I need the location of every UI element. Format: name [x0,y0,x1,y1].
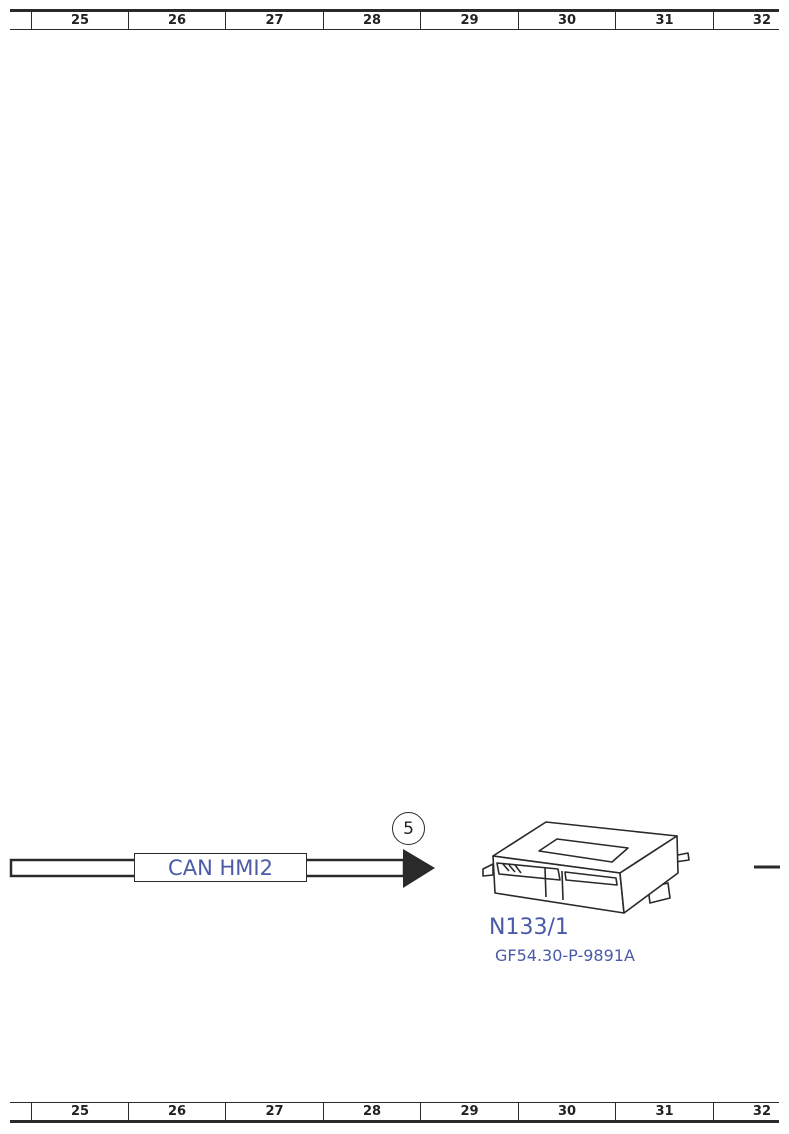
column-30: 30 [518,1103,615,1120]
column-30: 30 [518,12,615,29]
column-26: 26 [128,12,225,29]
component-code: N133/1 [489,915,569,940]
column-31: 31 [615,12,713,29]
column-28: 28 [323,12,420,29]
column-27: 27 [225,1103,323,1120]
component-reference-link[interactable]: GF54.30-P-9891A [495,946,635,965]
control-unit-drawing [482,821,690,914]
column-31: 31 [615,1103,713,1120]
column-25: 25 [31,1103,128,1120]
column-29: 29 [420,1103,518,1120]
column-32: 32 [713,1103,779,1120]
column-32: 32 [713,12,779,29]
column-ruler-top: 25 26 27 28 29 30 31 32 [10,9,779,30]
can-bus-arrow [403,849,435,888]
column-ruler-bottom: 25 26 27 28 29 30 31 32 [10,1102,779,1123]
can-bus-label: CAN HMI2 [134,853,307,882]
column-27: 27 [225,12,323,29]
column-26: 26 [128,1103,225,1120]
reference-badge: 5 [392,812,425,845]
column-29: 29 [420,12,518,29]
column-28: 28 [323,1103,420,1120]
column-25: 25 [31,12,128,29]
